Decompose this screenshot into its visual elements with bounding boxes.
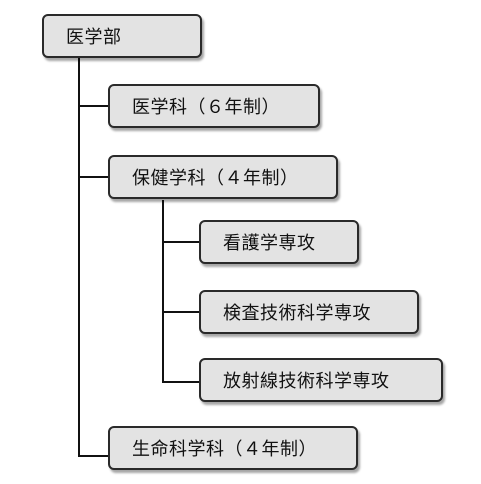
node-major-nursing-label: 看護学専攻 xyxy=(223,233,316,254)
connector-health-trunk xyxy=(162,200,164,382)
connector-root-trunk xyxy=(78,58,80,456)
node-major-lab: 検査技術科学専攻 xyxy=(199,290,419,334)
connector-major-nursing xyxy=(162,241,200,243)
node-dept-life-science: 生命科学科（４年制） xyxy=(108,426,358,470)
node-dept-medicine: 医学科（６年制） xyxy=(108,84,320,128)
node-dept-health: 保健学科（４年制） xyxy=(108,155,338,199)
connector-major-lab xyxy=(162,311,200,313)
node-major-nursing: 看護学専攻 xyxy=(199,220,359,264)
connector-dept-life-science xyxy=(78,455,108,457)
connector-dept-medicine xyxy=(78,105,108,107)
node-major-radiology: 放射線技術科学専攻 xyxy=(199,358,443,402)
connector-major-radiology xyxy=(162,381,200,383)
node-root-faculty: 医学部 xyxy=(42,14,202,58)
node-dept-life-science-label: 生命科学科（４年制） xyxy=(132,439,317,460)
connector-dept-health xyxy=(78,176,108,178)
node-dept-health-label: 保健学科（４年制） xyxy=(132,168,299,189)
node-root-label: 医学部 xyxy=(66,27,122,48)
node-major-radiology-label: 放射線技術科学専攻 xyxy=(223,371,390,392)
node-major-lab-label: 検査技術科学専攻 xyxy=(223,303,371,324)
node-dept-medicine-label: 医学科（６年制） xyxy=(132,97,280,118)
